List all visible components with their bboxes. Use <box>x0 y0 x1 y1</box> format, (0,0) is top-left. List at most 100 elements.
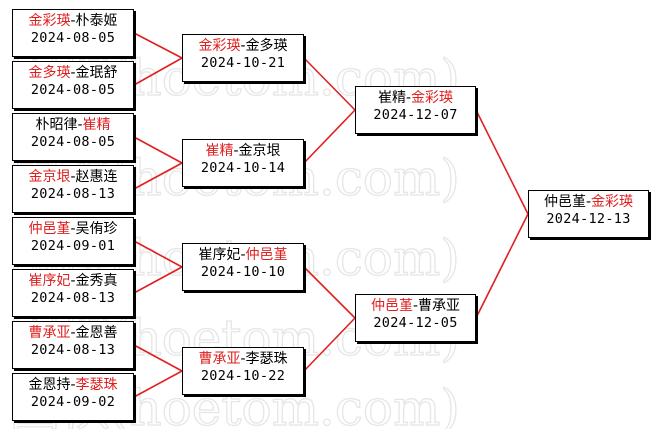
connector-line <box>133 136 183 164</box>
connector-line <box>475 109 529 215</box>
player-name: 仲邑堇 <box>543 194 586 210</box>
match-date: 2024-12-13 <box>546 211 631 227</box>
winner-name: 曹承亚 <box>28 325 71 341</box>
player-name: 崔序妃 <box>198 247 241 263</box>
winner-name: 金彩瑛 <box>28 13 71 29</box>
name-separator: - <box>70 13 76 29</box>
player-name: 金多瑛 <box>245 38 288 54</box>
name-separator: - <box>233 143 239 159</box>
match-date: 2024-12-05 <box>373 315 458 331</box>
connector-line <box>133 266 183 294</box>
winner-name: 李瑟珠 <box>75 377 118 393</box>
match-date: 2024-09-01 <box>30 238 116 254</box>
player-name: 金珉舒 <box>75 65 118 81</box>
winner-name: 仲邑堇 <box>28 221 71 237</box>
name-separator: - <box>405 90 412 106</box>
connector-line <box>303 57 356 111</box>
player-name: 李瑟珠 <box>245 351 288 367</box>
match-players: 仲邑堇-金彩瑛 <box>529 194 648 211</box>
connector-line <box>303 109 356 164</box>
connector-line <box>303 266 356 319</box>
name-separator: - <box>240 38 246 54</box>
winner-name: 崔精 <box>205 143 234 159</box>
name-separator: - <box>70 65 76 81</box>
name-separator: - <box>240 247 246 263</box>
winner-name: 金彩瑛 <box>411 90 454 106</box>
match-date: 2024-10-10 <box>200 264 286 280</box>
connector-line <box>133 344 183 372</box>
match-players: 朴昭律-崔精 <box>13 117 133 134</box>
match-players: 金彩瑛-朴泰姬 <box>13 13 133 30</box>
winner-name: 仲邑堇 <box>245 247 288 263</box>
player-name: 赵惠连 <box>75 169 118 185</box>
match-date: 2024-08-13 <box>30 290 116 306</box>
name-separator: - <box>240 351 246 367</box>
connector-line <box>133 370 183 398</box>
match-players: 金京垠-赵惠连 <box>13 169 133 186</box>
match-date: 2024-08-13 <box>30 342 116 358</box>
winner-name: 曹承亚 <box>198 351 241 367</box>
match-players: 金恩持-李瑟珠 <box>13 377 133 394</box>
connector-line <box>133 240 183 268</box>
match-date: 2024-08-05 <box>30 82 116 98</box>
match-date: 2024-10-22 <box>200 368 286 384</box>
name-separator: - <box>77 117 83 133</box>
match-date: 2024-10-21 <box>200 55 286 71</box>
name-separator: - <box>70 169 76 185</box>
name-separator: - <box>70 377 76 393</box>
player-name: 崔精 <box>377 90 406 106</box>
winner-name: 仲邑堇 <box>370 298 413 314</box>
match-date: 2024-12-07 <box>373 107 458 123</box>
match-date: 2024-09-02 <box>30 394 116 410</box>
player-name: 朴昭律 <box>35 117 78 133</box>
player-name: 朴泰姬 <box>75 13 118 29</box>
winner-name: 金京垠 <box>28 169 71 185</box>
player-name: 金秀真 <box>75 273 118 289</box>
match-date: 2024-08-05 <box>30 30 116 46</box>
winner-name: 崔精 <box>82 117 111 133</box>
player-name: 金恩善 <box>75 325 118 341</box>
player-name: 金恩持 <box>28 377 71 393</box>
match-players: 仲邑堇-曹承亚 <box>356 298 475 315</box>
winner-name: 金彩瑛 <box>591 194 634 210</box>
match-date: 2024-10-14 <box>200 160 286 176</box>
match-players: 仲邑堇-吴侑珍 <box>13 221 133 238</box>
match-players: 崔序妃-金秀真 <box>13 273 133 290</box>
match-players: 金多瑛-金珉舒 <box>13 65 133 82</box>
match-players: 曹承亚-李瑟珠 <box>183 351 303 368</box>
connector-line <box>475 213 529 319</box>
match-date: 2024-08-13 <box>30 186 116 202</box>
connector-line <box>133 162 183 190</box>
name-separator: - <box>585 194 592 210</box>
connector-line <box>303 317 356 372</box>
name-separator: - <box>70 273 76 289</box>
name-separator: - <box>412 298 419 314</box>
player-name: 曹承亚 <box>418 298 461 314</box>
match-players: 崔序妃-仲邑堇 <box>183 247 303 264</box>
winner-name: 金彩瑛 <box>198 38 241 54</box>
player-name: 金京垠 <box>238 143 281 159</box>
connector-line <box>133 32 183 59</box>
name-separator: - <box>70 325 76 341</box>
name-separator: - <box>70 221 76 237</box>
match-players: 金彩瑛-金多瑛 <box>183 38 303 55</box>
match-players: 崔精-金京垠 <box>183 143 303 160</box>
match-players: 崔精-金彩瑛 <box>356 90 475 107</box>
